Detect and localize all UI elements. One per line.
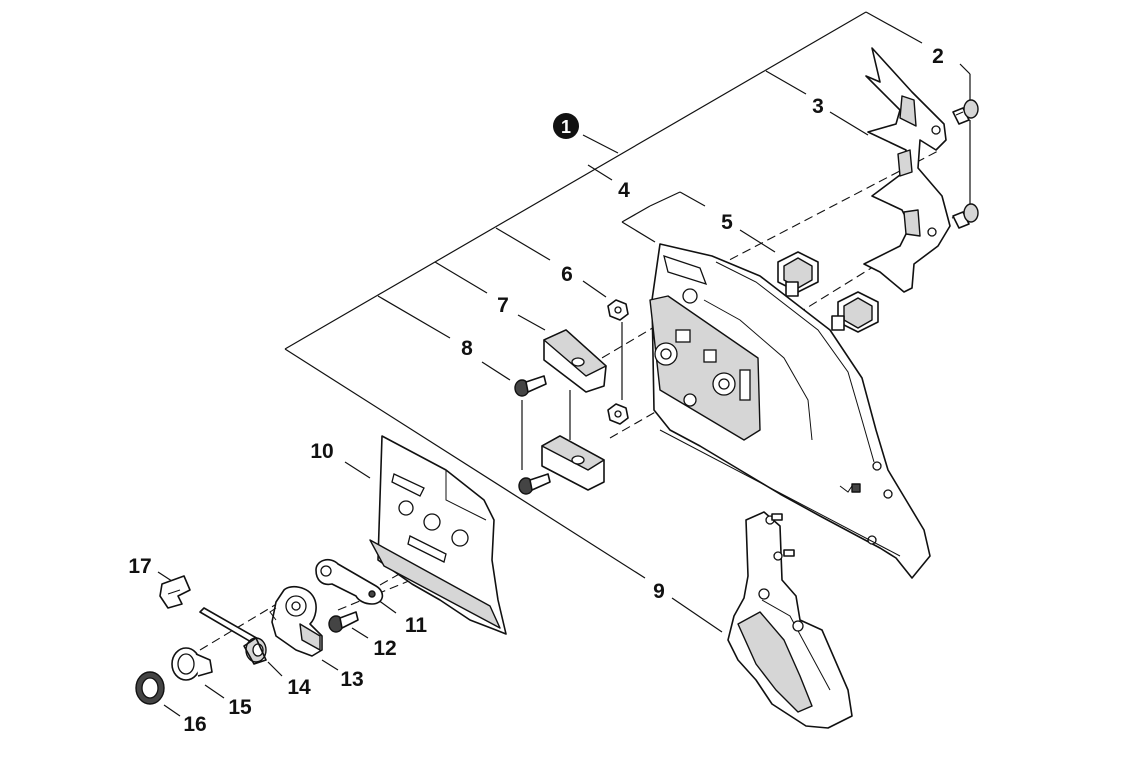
callout-16: 16 xyxy=(183,713,206,736)
screw-part-12 xyxy=(328,611,359,633)
screw-bottom-part-2 xyxy=(952,203,979,229)
guide-plate-part-10 xyxy=(369,435,507,635)
tension-block-top-part-7 xyxy=(543,329,607,393)
lower-guard-part-9 xyxy=(727,511,853,729)
callout-14: 14 xyxy=(287,676,311,699)
hex-nut-top-part-6 xyxy=(607,299,629,321)
callout-10: 10 xyxy=(310,440,333,463)
callout-5: 5 xyxy=(721,211,733,234)
callout-3: 3 xyxy=(812,95,824,118)
callout-2: 2 xyxy=(932,45,944,68)
hex-nut-bottom-part-6 xyxy=(607,403,629,425)
callout-labels: 1 2 3 4 5 6 7 8 9 10 11 12 13 14 15 16 1… xyxy=(128,45,944,736)
screw-top-part-8 xyxy=(514,375,547,397)
leader-lines xyxy=(157,11,971,717)
chain-adjuster-part-13 xyxy=(269,585,323,657)
callout-marker-1 xyxy=(553,113,579,139)
adjusting-screw-part-14 xyxy=(199,607,267,665)
callout-4: 4 xyxy=(618,179,630,202)
callout-1: 1 xyxy=(561,117,571,137)
clip-part-17 xyxy=(159,575,191,609)
screw-bottom-part-8 xyxy=(518,473,551,495)
callout-15: 15 xyxy=(228,696,252,719)
adjuster-link-part-11 xyxy=(315,558,384,605)
sprocket-cover-part-1 xyxy=(649,243,931,579)
tension-block-bottom-part-7 xyxy=(541,435,605,491)
callout-11: 11 xyxy=(405,614,428,637)
bar-nut-bottom-part-5 xyxy=(831,291,879,333)
bar-nut-top-part-5 xyxy=(777,251,819,297)
callout-12: 12 xyxy=(373,637,396,660)
callout-8: 8 xyxy=(461,337,473,360)
washer-part-15 xyxy=(171,647,213,681)
ring-part-16 xyxy=(135,671,165,705)
callout-9: 9 xyxy=(653,580,665,603)
bumper-spike-part-3 xyxy=(863,47,951,293)
callout-17: 17 xyxy=(128,555,151,578)
callout-7: 7 xyxy=(497,294,509,317)
callout-6: 6 xyxy=(561,263,573,286)
screw-top-part-2 xyxy=(952,99,979,125)
callout-13: 13 xyxy=(340,668,363,691)
